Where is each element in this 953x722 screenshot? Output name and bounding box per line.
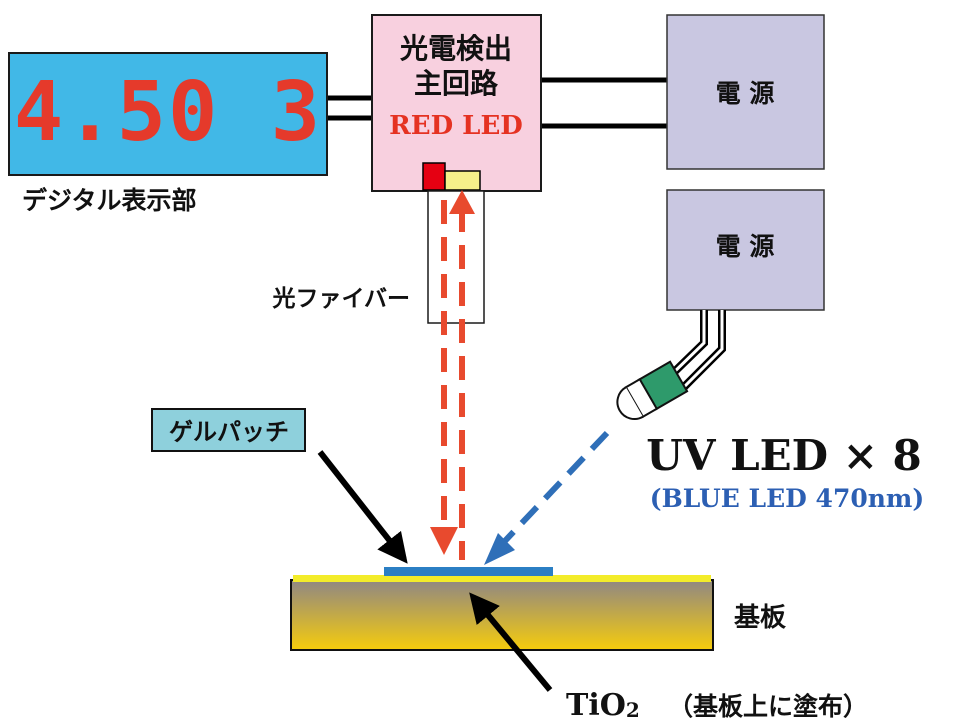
substrate-label: 基板 — [734, 603, 786, 633]
display-wires — [327, 95, 372, 121]
detector-title-line1: 光電検出 — [399, 32, 512, 65]
power-wires-top — [541, 77, 667, 129]
power-supply-bottom: 電 源 — [666, 189, 825, 311]
uv-led — [616, 360, 689, 420]
power-supply-bottom-box — [666, 189, 825, 311]
substrate-body — [290, 579, 714, 651]
detector-title-line2: 主回路 — [414, 67, 499, 100]
uv-led-assembly — [616, 310, 726, 420]
power-supply-top: 電 源 — [666, 14, 825, 170]
red-light-path — [430, 190, 475, 560]
display-panel — [8, 52, 328, 176]
gel-patch-tag: ゲルパッチ — [151, 408, 306, 452]
tio2-note: （基板上に塗布） — [668, 692, 868, 721]
gel-patch-label: ゲルパッチ — [169, 418, 289, 446]
red-beam-head-down — [430, 527, 458, 555]
tio2-coating-layer — [293, 575, 711, 582]
uv-led-title: UV LED × 8 — [646, 431, 921, 480]
tio2-subscript: 2 — [626, 698, 640, 722]
display-readout: 4.50 3 — [14, 65, 322, 160]
red-beam-head-up — [449, 190, 475, 214]
substrate — [290, 567, 714, 651]
blue-beam-head — [484, 533, 515, 565]
gel-patch-arrow — [317, 450, 408, 564]
tio2-arrow — [469, 592, 553, 692]
power-supply-top-label: 電 源 — [716, 79, 775, 108]
tio2-chem: TiO — [566, 688, 626, 722]
uv-led-subtitle: (BLUE LED 470nm) — [650, 484, 924, 513]
gel-patch — [384, 567, 553, 576]
fiber-label: 光ファイバー — [271, 286, 410, 312]
power-supply-top-box — [666, 14, 825, 170]
display-label: デジタル表示部 — [22, 186, 197, 215]
detector-sub-label: RED LED — [389, 111, 523, 141]
digital-display: 4.50 3 — [8, 52, 328, 176]
red-led-emitter — [422, 162, 446, 191]
blue-light-path — [484, 430, 610, 565]
tio2-label: TiO2 — [566, 688, 640, 722]
photo-sensor — [444, 170, 481, 191]
detector-circuit: 光電検出 主回路 RED LED — [371, 14, 542, 192]
power-supply-bottom-label: 電 源 — [716, 232, 775, 261]
uv-led-lens — [616, 386, 644, 420]
